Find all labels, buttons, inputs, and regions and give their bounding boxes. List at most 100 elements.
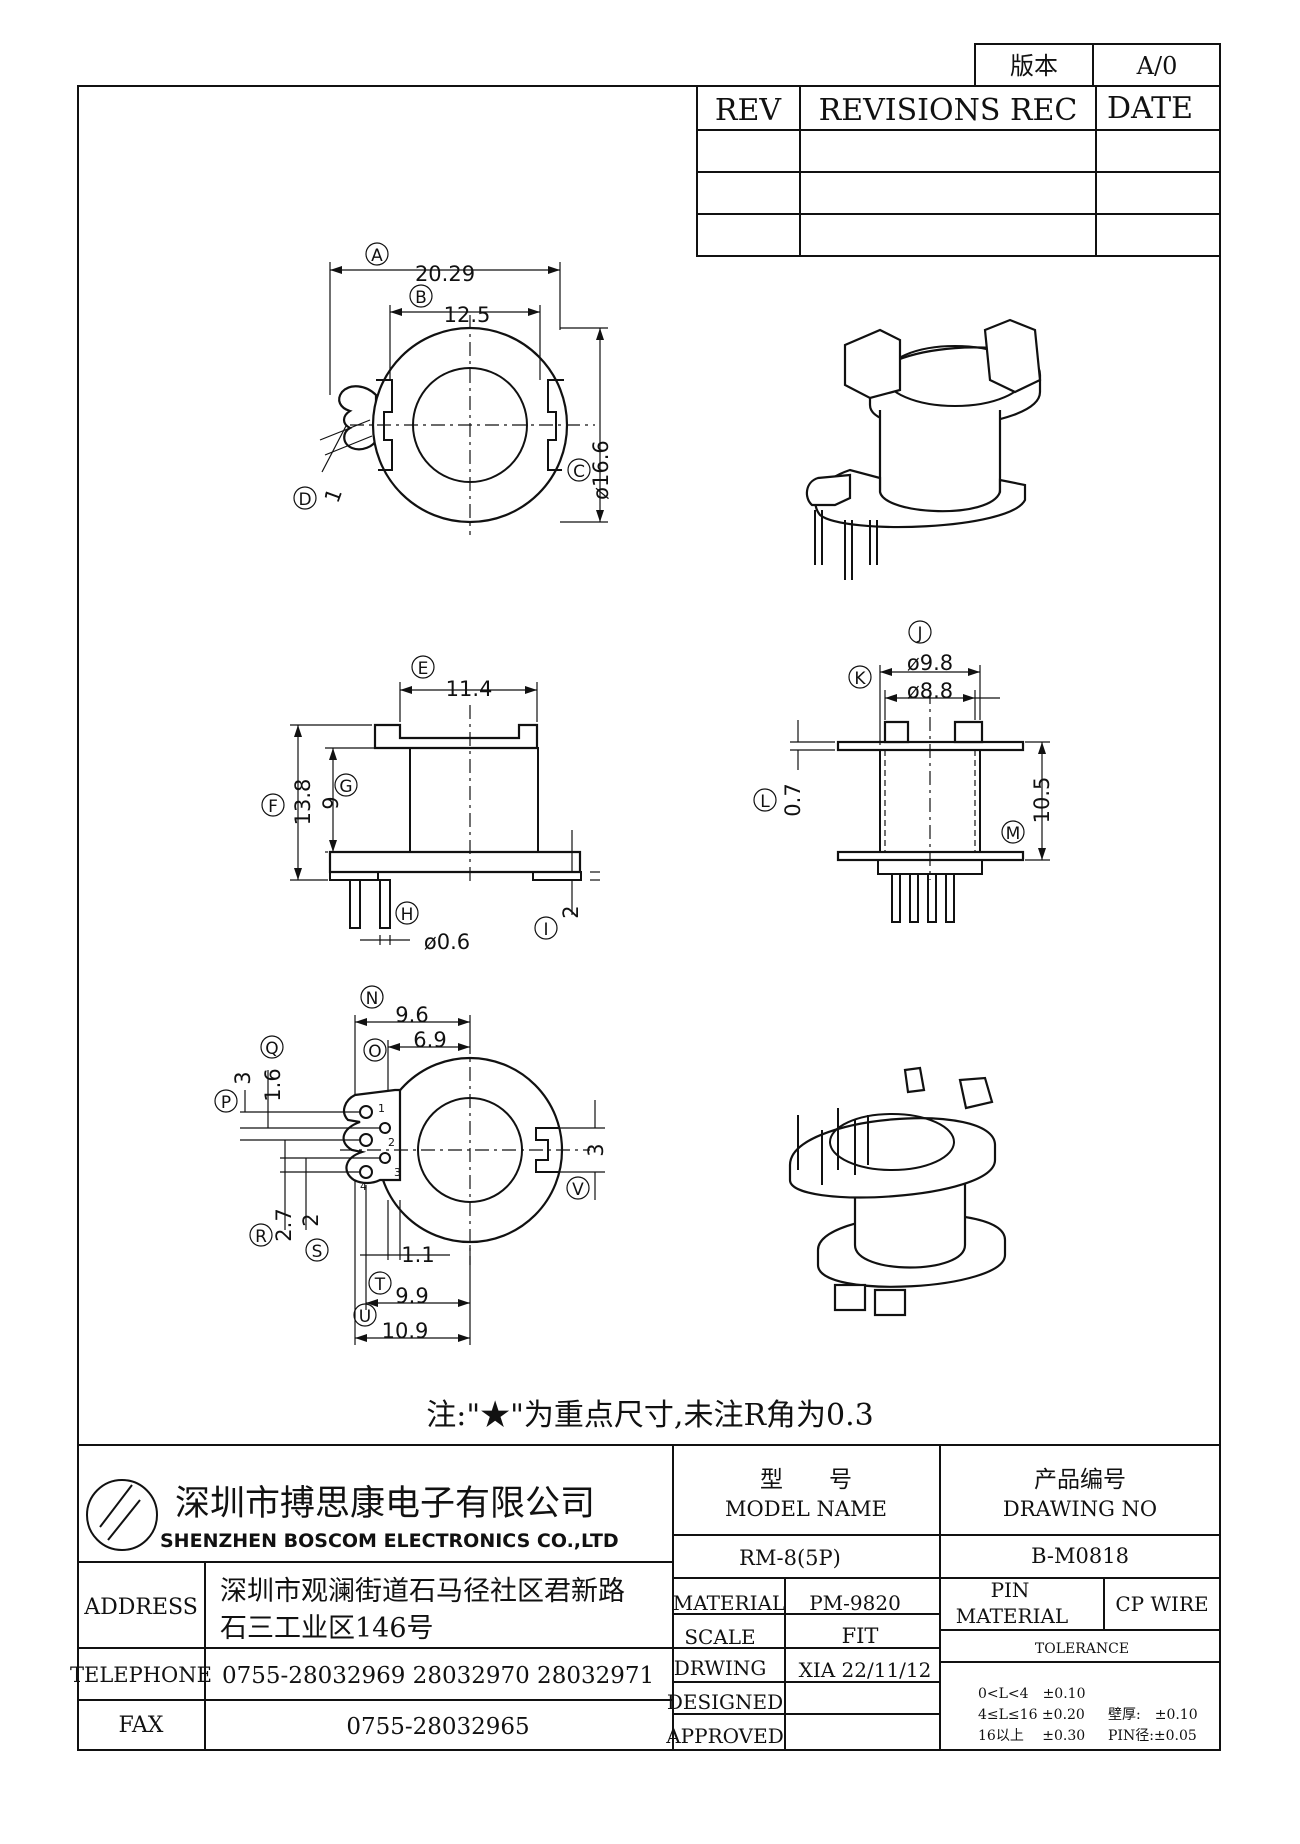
dim-R: R 2.7 — [249, 1208, 296, 1247]
dim-Q-value: 1.6 — [261, 1068, 285, 1101]
address-label: ADDRESS — [83, 1595, 198, 1620]
designed-label: DESIGNED — [667, 1690, 783, 1714]
drwing-label: DRWING — [674, 1656, 767, 1680]
dim-F: F 13.8 — [261, 779, 315, 826]
dim-Q: Q 1.6 — [260, 1035, 285, 1102]
address-line1: 深圳市观澜街道石马径社区君新路 — [220, 1576, 625, 1607]
material-label: MATERIAL — [673, 1591, 785, 1615]
dim-N: N 9.6 — [360, 985, 429, 1027]
dim-B: B 12.5 — [409, 284, 490, 327]
pin-number-1: 1 — [378, 1102, 385, 1115]
dim-K: K ø8.8 — [848, 665, 953, 703]
dim-U: U 10.9 — [353, 1303, 429, 1343]
drwing-value: XIA 22/11/12 — [799, 1658, 932, 1682]
svg-text:F: F — [268, 797, 278, 817]
tolerance-label: TOLERANCE — [1035, 1641, 1129, 1657]
pin-number-2: 2 — [388, 1136, 395, 1149]
approved-label: APPROVED — [665, 1724, 784, 1748]
company-name-cn: 深圳市搏思康电子有限公司 — [175, 1484, 595, 1524]
top-view — [319, 262, 608, 535]
pin-material-label-1: PIN — [991, 1578, 1030, 1602]
side-view-left — [290, 682, 600, 945]
tolerance-wall: 壁厚: ±0.10 — [1108, 1707, 1198, 1723]
svg-text:J: J — [916, 624, 922, 644]
fax-value: 0755-28032965 — [346, 1714, 529, 1740]
drawing-no-label-en: DRAWING NO — [1003, 1497, 1157, 1521]
company-name-en: SHENZHEN BOSCOM ELECTRONICS CO.,LTD — [160, 1530, 619, 1552]
dim-S-value: 2 — [299, 1213, 323, 1226]
dim-P-value: 3 — [231, 1071, 255, 1084]
drawing-no-value: B-M0818 — [1031, 1544, 1129, 1568]
svg-text:O: O — [368, 1042, 381, 1062]
dim-C-value: ø16.6 — [589, 440, 613, 500]
dim-I-value: 2 — [559, 905, 583, 918]
svg-text:E: E — [418, 659, 429, 679]
svg-text:T: T — [374, 1275, 386, 1295]
dim-T: T 9.9 — [368, 1271, 429, 1308]
svg-text:Q: Q — [265, 1039, 278, 1059]
version-box: 版本 A/0 — [974, 43, 1221, 87]
svg-text:M: M — [1006, 824, 1021, 844]
rev-header: REV — [715, 93, 782, 128]
material-value: PM-9820 — [809, 1591, 901, 1615]
dim-J-value: ø9.8 — [907, 651, 953, 675]
revisions-table: REV REVISIONS REC DATE — [696, 85, 1221, 257]
model-label-en: MODEL NAME — [725, 1497, 887, 1521]
scale-label: SCALE — [684, 1625, 755, 1649]
tolerance-pin: PIN径:±0.05 — [1108, 1728, 1197, 1744]
tolerance-row-2: 4≤L≤16 ±0.20 — [978, 1707, 1085, 1723]
bottom-view: 1 2 3 4 — [240, 1015, 605, 1345]
dim-L: L 0.7 — [753, 783, 805, 817]
isometric-view-bottom — [788, 1066, 1007, 1317]
dim-T-value: 9.9 — [395, 1284, 428, 1308]
dim-O-value: 6.9 — [413, 1028, 446, 1052]
dim-W-value: 1.1 — [401, 1243, 434, 1267]
dim-D: D 1 — [293, 485, 347, 510]
dim-I: I 2 — [534, 905, 583, 940]
svg-text:I: I — [543, 920, 548, 940]
dim-J: J ø9.8 — [907, 620, 953, 675]
dim-R-value: 2.7 — [272, 1208, 296, 1241]
svg-text:V: V — [572, 1180, 584, 1200]
dim-P: P 3 — [214, 1071, 255, 1113]
pin-material-value: CP WIRE — [1115, 1592, 1208, 1616]
drawing-note: 注:"★"为重点尺寸,未注R角为0.3 — [426, 1398, 874, 1433]
dim-E-value: 11.4 — [446, 677, 493, 701]
telephone-label: TELEPHONE — [70, 1663, 212, 1687]
dim-F-value: 13.8 — [291, 779, 315, 826]
dim-V: V 3 — [566, 1143, 608, 1200]
svg-text:P: P — [221, 1093, 231, 1113]
fax-label: FAX — [119, 1713, 164, 1738]
version-value: A/0 — [1136, 52, 1178, 80]
dim-M-value: 10.5 — [1030, 777, 1054, 824]
date-header: DATE — [1107, 91, 1193, 126]
model-value: RM-8(5P) — [739, 1546, 841, 1570]
drawing-frame — [77, 85, 1221, 1751]
dimension-labels: A 20.29 B 12.5 C ø16.6 D 1 E 11.4 F 13.8 — [214, 242, 1054, 1343]
dim-A: A 20.29 — [365, 242, 475, 286]
dim-E: E 11.4 — [411, 655, 493, 701]
dim-H-value: ø0.6 — [424, 930, 470, 954]
dim-A-value: 20.29 — [415, 262, 475, 286]
dim-N-value: 9.6 — [395, 1003, 428, 1027]
svg-text:U: U — [359, 1307, 371, 1327]
dim-C: C ø16.6 — [567, 440, 613, 500]
address-line2: 石三工业区146号 — [220, 1613, 434, 1644]
dim-U-value: 10.9 — [382, 1319, 429, 1343]
tolerance-row-1: 0<L<4 ±0.10 — [978, 1686, 1085, 1702]
svg-text:K: K — [854, 669, 866, 689]
pin-number-3: 3 — [394, 1166, 401, 1179]
scale-value: FIT — [842, 1624, 879, 1648]
svg-text:G: G — [339, 777, 352, 797]
dim-G-value: 9 — [319, 796, 343, 809]
side-view-right — [790, 665, 1050, 923]
dim-H: H ø0.6 — [395, 901, 470, 954]
telephone-value: 0755-28032969 28032970 28032971 — [222, 1663, 654, 1689]
svg-text:L: L — [760, 792, 770, 812]
pin-number-4: 4 — [360, 1180, 367, 1193]
svg-text:S: S — [312, 1242, 323, 1262]
svg-text:H: H — [401, 905, 414, 925]
dim-D-value: 1 — [320, 485, 347, 506]
tolerance-row-3: 16以上 ±0.30 — [978, 1728, 1085, 1744]
